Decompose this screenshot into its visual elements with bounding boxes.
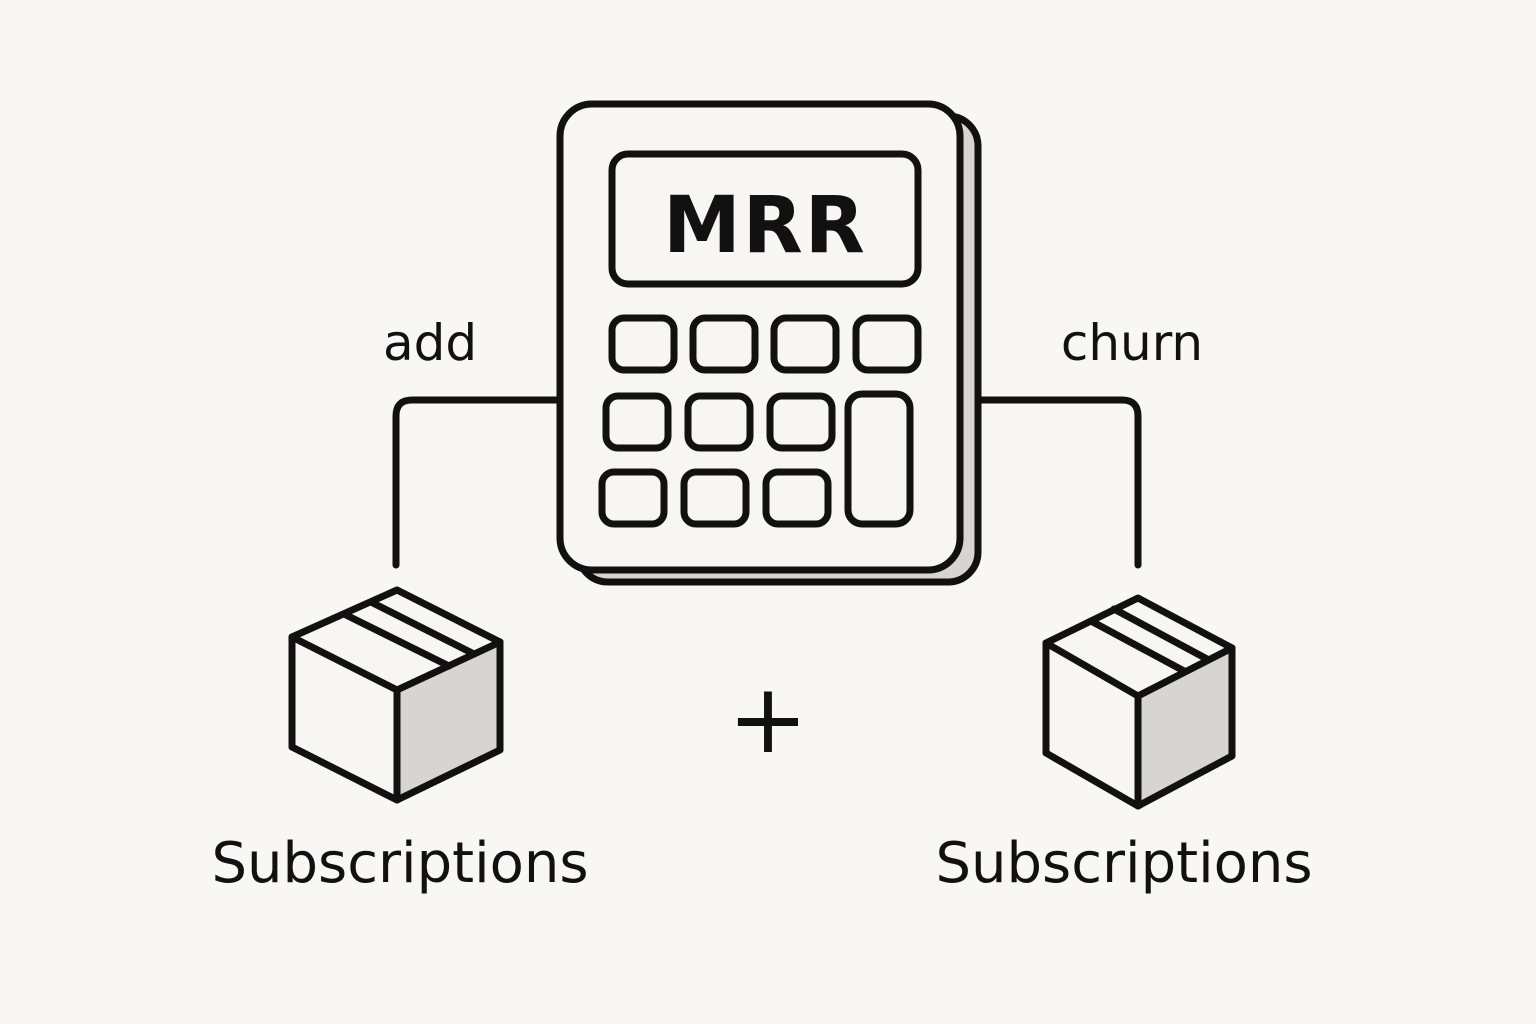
calculator-key: [689, 314, 759, 374]
box-outline: [288, 586, 504, 804]
box-tape: [340, 598, 478, 670]
right-subscriptions-label: Subscriptions: [935, 831, 1312, 896]
calculator-display: [608, 150, 922, 288]
calculator-key: [684, 392, 754, 452]
box-outline: [1042, 594, 1236, 810]
calculator-display-text: MRR: [663, 181, 867, 271]
plus-operator: +: [728, 663, 808, 775]
calculator-key: [852, 314, 922, 374]
calculator-icon: MRR: [556, 100, 982, 586]
calculator-key: [608, 314, 678, 374]
calculator-key: [762, 468, 832, 528]
box-edges: [1042, 639, 1236, 810]
box-icon: [288, 586, 504, 804]
box-icon: [1042, 594, 1236, 810]
add-label: add: [383, 314, 477, 372]
calculator-key: [766, 392, 836, 452]
left-connector-line: [392, 396, 566, 569]
calculator-key: [680, 468, 750, 528]
left-subscriptions-label: Subscriptions: [211, 831, 588, 896]
calculator-key: [598, 468, 668, 528]
calculator-tall-key: [844, 390, 914, 528]
churn-label: churn: [1061, 314, 1203, 372]
box-edges: [288, 633, 504, 804]
calculator-key: [602, 392, 672, 452]
right-connector-line: [968, 396, 1142, 569]
calculator-key: [770, 314, 840, 374]
box-tape: [1087, 605, 1211, 675]
